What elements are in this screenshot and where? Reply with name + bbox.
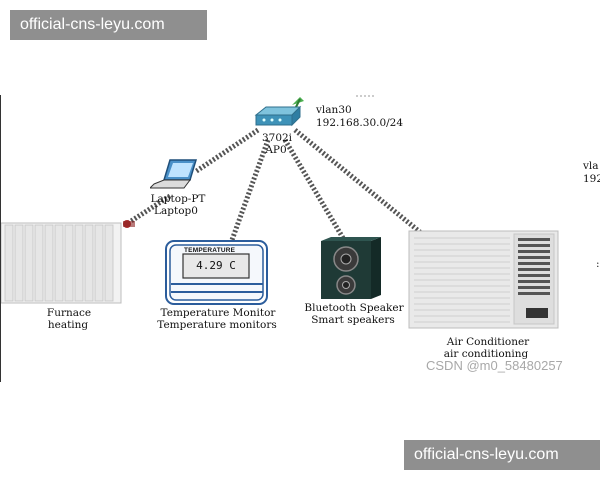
laptop-icon[interactable] [150, 158, 200, 192]
watermark-top: official-cns-leyu.com [10, 10, 207, 40]
vlan-name-label: vlan30 [316, 104, 352, 116]
laptop-model-label: Laptop-PT [150, 193, 206, 205]
speaker-model-label: Bluetooth Speaker [304, 302, 404, 314]
link-ap-ac [293, 128, 422, 234]
subnet-label: 192.168.30.0/24 [316, 117, 404, 129]
link-ap-speaker [282, 138, 346, 240]
link-ap-tempmonitor [229, 139, 271, 241]
link-laptop-furnace [126, 193, 172, 226]
ac-model-label: Air Conditioner [446, 336, 530, 348]
furnace-model-label: Furnace [46, 307, 92, 319]
ap-model-label: 3702i [261, 132, 293, 144]
access-point-icon[interactable] [252, 97, 312, 129]
edge-vlan-label: vla [583, 160, 599, 172]
laptop-name-label: Laptop0 [154, 205, 198, 217]
furnace-icon[interactable] [1, 219, 136, 305]
temp-monitor-name-label: Temperature monitors [157, 319, 277, 331]
temperature-monitor-icon[interactable] [165, 240, 269, 306]
ac-name-label: air conditioning [443, 348, 529, 360]
speaker-name-label: Smart speakers [311, 314, 395, 326]
ap-name-label: AP0 [265, 144, 287, 156]
edge-fragment: : [596, 258, 600, 270]
csdn-credit: CSDN @m0_58480257 [426, 358, 563, 373]
edge-ip-label: 192 [583, 173, 600, 185]
monitor-screen-title: TEMPERATURE [184, 247, 236, 254]
speaker-icon[interactable] [321, 237, 387, 301]
watermark-bottom: official-cns-leyu.com [404, 440, 600, 470]
link-ap-laptop [193, 127, 260, 175]
temp-monitor-model-label: Temperature Monitor [160, 307, 276, 319]
air-conditioner-icon[interactable] [408, 230, 560, 330]
temperature-reading: 4.29 C [196, 259, 236, 272]
furnace-name-label: heating [47, 319, 89, 331]
